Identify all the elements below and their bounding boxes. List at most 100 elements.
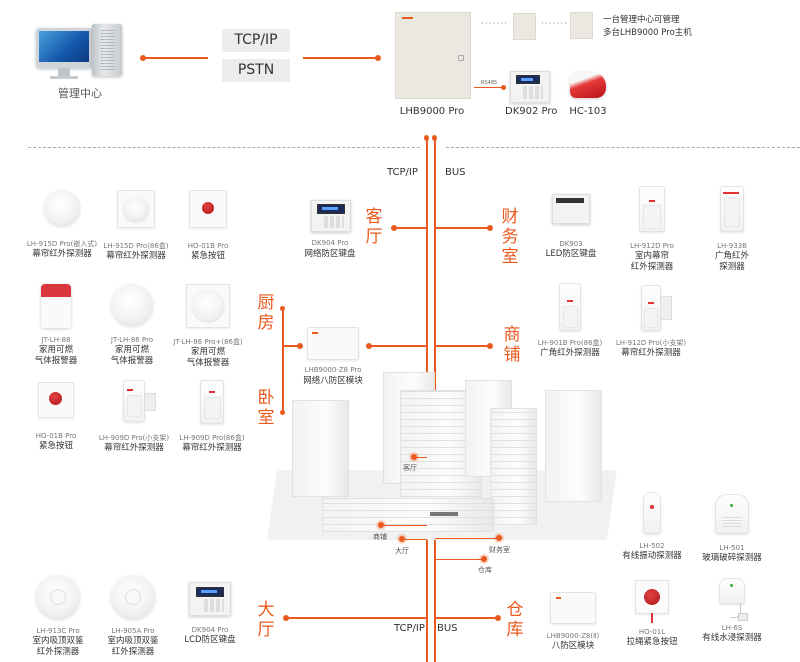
trunk-tcpip-label: TCP/IP bbox=[387, 167, 418, 178]
marker-line bbox=[405, 539, 427, 540]
device-card: LH-912D Pro(小支架) 幕帘红外探测器 bbox=[608, 285, 694, 359]
connector-dot bbox=[501, 85, 506, 90]
device-name: 幕帘红外探测器 bbox=[104, 443, 164, 453]
room-label: 厨房 bbox=[257, 293, 275, 333]
ceiling-dual-tech-detector-icon bbox=[111, 575, 155, 619]
link-line bbox=[143, 57, 208, 59]
indoor-curtain-pir-icon bbox=[639, 186, 665, 232]
branch-line bbox=[369, 345, 427, 347]
room-label: 财务室 bbox=[501, 207, 519, 267]
room-warehouse: 仓库 bbox=[505, 600, 525, 640]
dk902-keypad-icon bbox=[510, 71, 550, 103]
marker-shop bbox=[378, 522, 384, 528]
z8-pro-module-icon bbox=[307, 327, 359, 360]
marker-label: 仓库 bbox=[478, 566, 492, 574]
device-name: 家用可燃 bbox=[114, 345, 149, 355]
device-model: DK904 Pro bbox=[311, 239, 349, 247]
marker-label: 商铺 bbox=[373, 533, 387, 541]
dk904-lcd-keypad-icon bbox=[189, 582, 231, 616]
vibration-detector-icon bbox=[643, 492, 661, 534]
device-name: 幕帘红外探测器 bbox=[182, 443, 242, 453]
device-name: 幕帘红外探测器 bbox=[621, 348, 681, 358]
device-model: LH-909D Pro(86盒) bbox=[179, 434, 245, 442]
device-card: LH-501 玻璃破碎探测器 bbox=[692, 494, 772, 564]
wide-angle-pir-icon bbox=[720, 186, 744, 232]
marker-finance bbox=[496, 535, 502, 541]
device-card: HO-01B Pro 紧急按钮 bbox=[16, 382, 96, 452]
computer-monitor-icon bbox=[36, 28, 92, 68]
room-label: 大厅 bbox=[257, 600, 275, 640]
device-model: LH-905A Pro bbox=[111, 627, 155, 635]
room-label: 客厅 bbox=[365, 207, 383, 247]
link-line bbox=[303, 57, 378, 59]
z8-ii-module-icon bbox=[550, 592, 596, 624]
device-model: LHB9000-Z8(Ⅱ) bbox=[546, 632, 600, 640]
branch-line bbox=[286, 617, 427, 619]
device-model: LH-913C Pro bbox=[36, 627, 80, 635]
device-name: 网络防区键盘 bbox=[304, 249, 356, 259]
device-model: DK904 Pro bbox=[191, 626, 229, 634]
computer-tower-icon bbox=[92, 24, 122, 76]
room-kitchen: 厨房 bbox=[256, 293, 276, 333]
device-name: 红外探测器 bbox=[36, 647, 80, 657]
marker-line bbox=[384, 525, 427, 526]
device-model: LH-502 bbox=[639, 542, 665, 550]
branch-line bbox=[435, 617, 498, 619]
device-card: LH-915D Pro(嵌入式) 幕帘红外探测器 bbox=[22, 190, 102, 260]
device-name: 广角红外 bbox=[714, 251, 749, 261]
device-name: 室内吸顶双鉴 bbox=[32, 636, 84, 646]
device-card: LH-933B 广角红外 探测器 bbox=[692, 186, 772, 273]
water-leak-detector-icon bbox=[719, 578, 748, 621]
connector-dot bbox=[297, 343, 303, 349]
branch-line bbox=[283, 345, 299, 347]
zone-bus-line bbox=[282, 308, 284, 412]
device-model: JT-LH-88 bbox=[41, 336, 71, 344]
curtain-pir-bracket-icon bbox=[641, 285, 672, 331]
device-card: LH-915D Pro(86盒) 幕帘红外探测器 bbox=[96, 190, 176, 262]
device-card: LH-909D Pro(86盒) 幕帘红外探测器 bbox=[172, 380, 252, 454]
main-host-label: LHB9000 Pro bbox=[399, 106, 465, 117]
marker-label: 大厅 bbox=[395, 547, 409, 555]
room-living: 客厅 bbox=[364, 207, 384, 247]
trunk-bus-label: BUS bbox=[445, 167, 466, 178]
device-card: HO-01B Pro 紧急按钮 bbox=[168, 190, 248, 262]
device-model: LH-933B bbox=[717, 242, 747, 250]
device-name: 拉绳紧急按钮 bbox=[626, 637, 678, 647]
pull-cord-emergency-button-icon bbox=[635, 580, 669, 623]
room-label: 仓库 bbox=[506, 600, 524, 640]
device-model: LHB9000-Z8 Pro bbox=[304, 366, 362, 374]
extra-host-panel bbox=[513, 13, 536, 40]
device-model: LH-901B Pro(86盒) bbox=[537, 339, 603, 347]
device-model: LH-6S bbox=[721, 624, 743, 632]
device-name: 紧急按钮 bbox=[38, 441, 73, 451]
device-name: 网络八防区模块 bbox=[303, 376, 363, 386]
device-card: JT-LH-86 Pro+(86盒) 家用可燃 气体报警器 bbox=[168, 284, 248, 369]
device-name: 家用可燃 bbox=[38, 345, 73, 355]
rs485-line bbox=[474, 87, 504, 88]
room-bedroom: 卧室 bbox=[256, 388, 276, 428]
device-name: 气体报警器 bbox=[110, 356, 154, 366]
trunk-top-dot bbox=[432, 135, 437, 141]
device-name: 有线水浸探测器 bbox=[702, 633, 762, 643]
gas-detector-icon bbox=[41, 284, 71, 328]
connector-dot bbox=[487, 343, 493, 349]
device-card: LH-909D Pro(小支架) 幕帘红外探测器 bbox=[94, 380, 174, 454]
device-model: LH-909D Pro(小支架) bbox=[98, 434, 170, 442]
glass-break-detector-icon bbox=[715, 494, 749, 534]
device-name: 有线振动探测器 bbox=[622, 551, 682, 561]
device-model: LH-501 bbox=[719, 544, 745, 552]
device-card: LH-6S 有线水浸探测器 bbox=[692, 578, 772, 644]
podium bbox=[322, 498, 494, 532]
wide-angle-pir-86-box-icon bbox=[559, 283, 581, 331]
connector-dot bbox=[495, 615, 501, 621]
device-card: LH-901B Pro(86盒) 广角红外探测器 bbox=[530, 283, 610, 359]
device-model: JT-LH-86 Pro+(86盒) bbox=[173, 338, 243, 346]
gas-detector-86-box-icon bbox=[186, 284, 230, 328]
device-name: 探测器 bbox=[719, 262, 745, 272]
device-card: DK903 LED防区键盘 bbox=[531, 194, 611, 260]
device-card: LHB9000-Z8(Ⅱ) 八防区模块 bbox=[536, 592, 610, 652]
room-shop: 商铺 bbox=[502, 325, 522, 365]
dk903-keypad-icon bbox=[552, 194, 590, 224]
curtain-pir-bracket-icon bbox=[123, 380, 156, 422]
device-model: DK903 bbox=[559, 240, 583, 248]
